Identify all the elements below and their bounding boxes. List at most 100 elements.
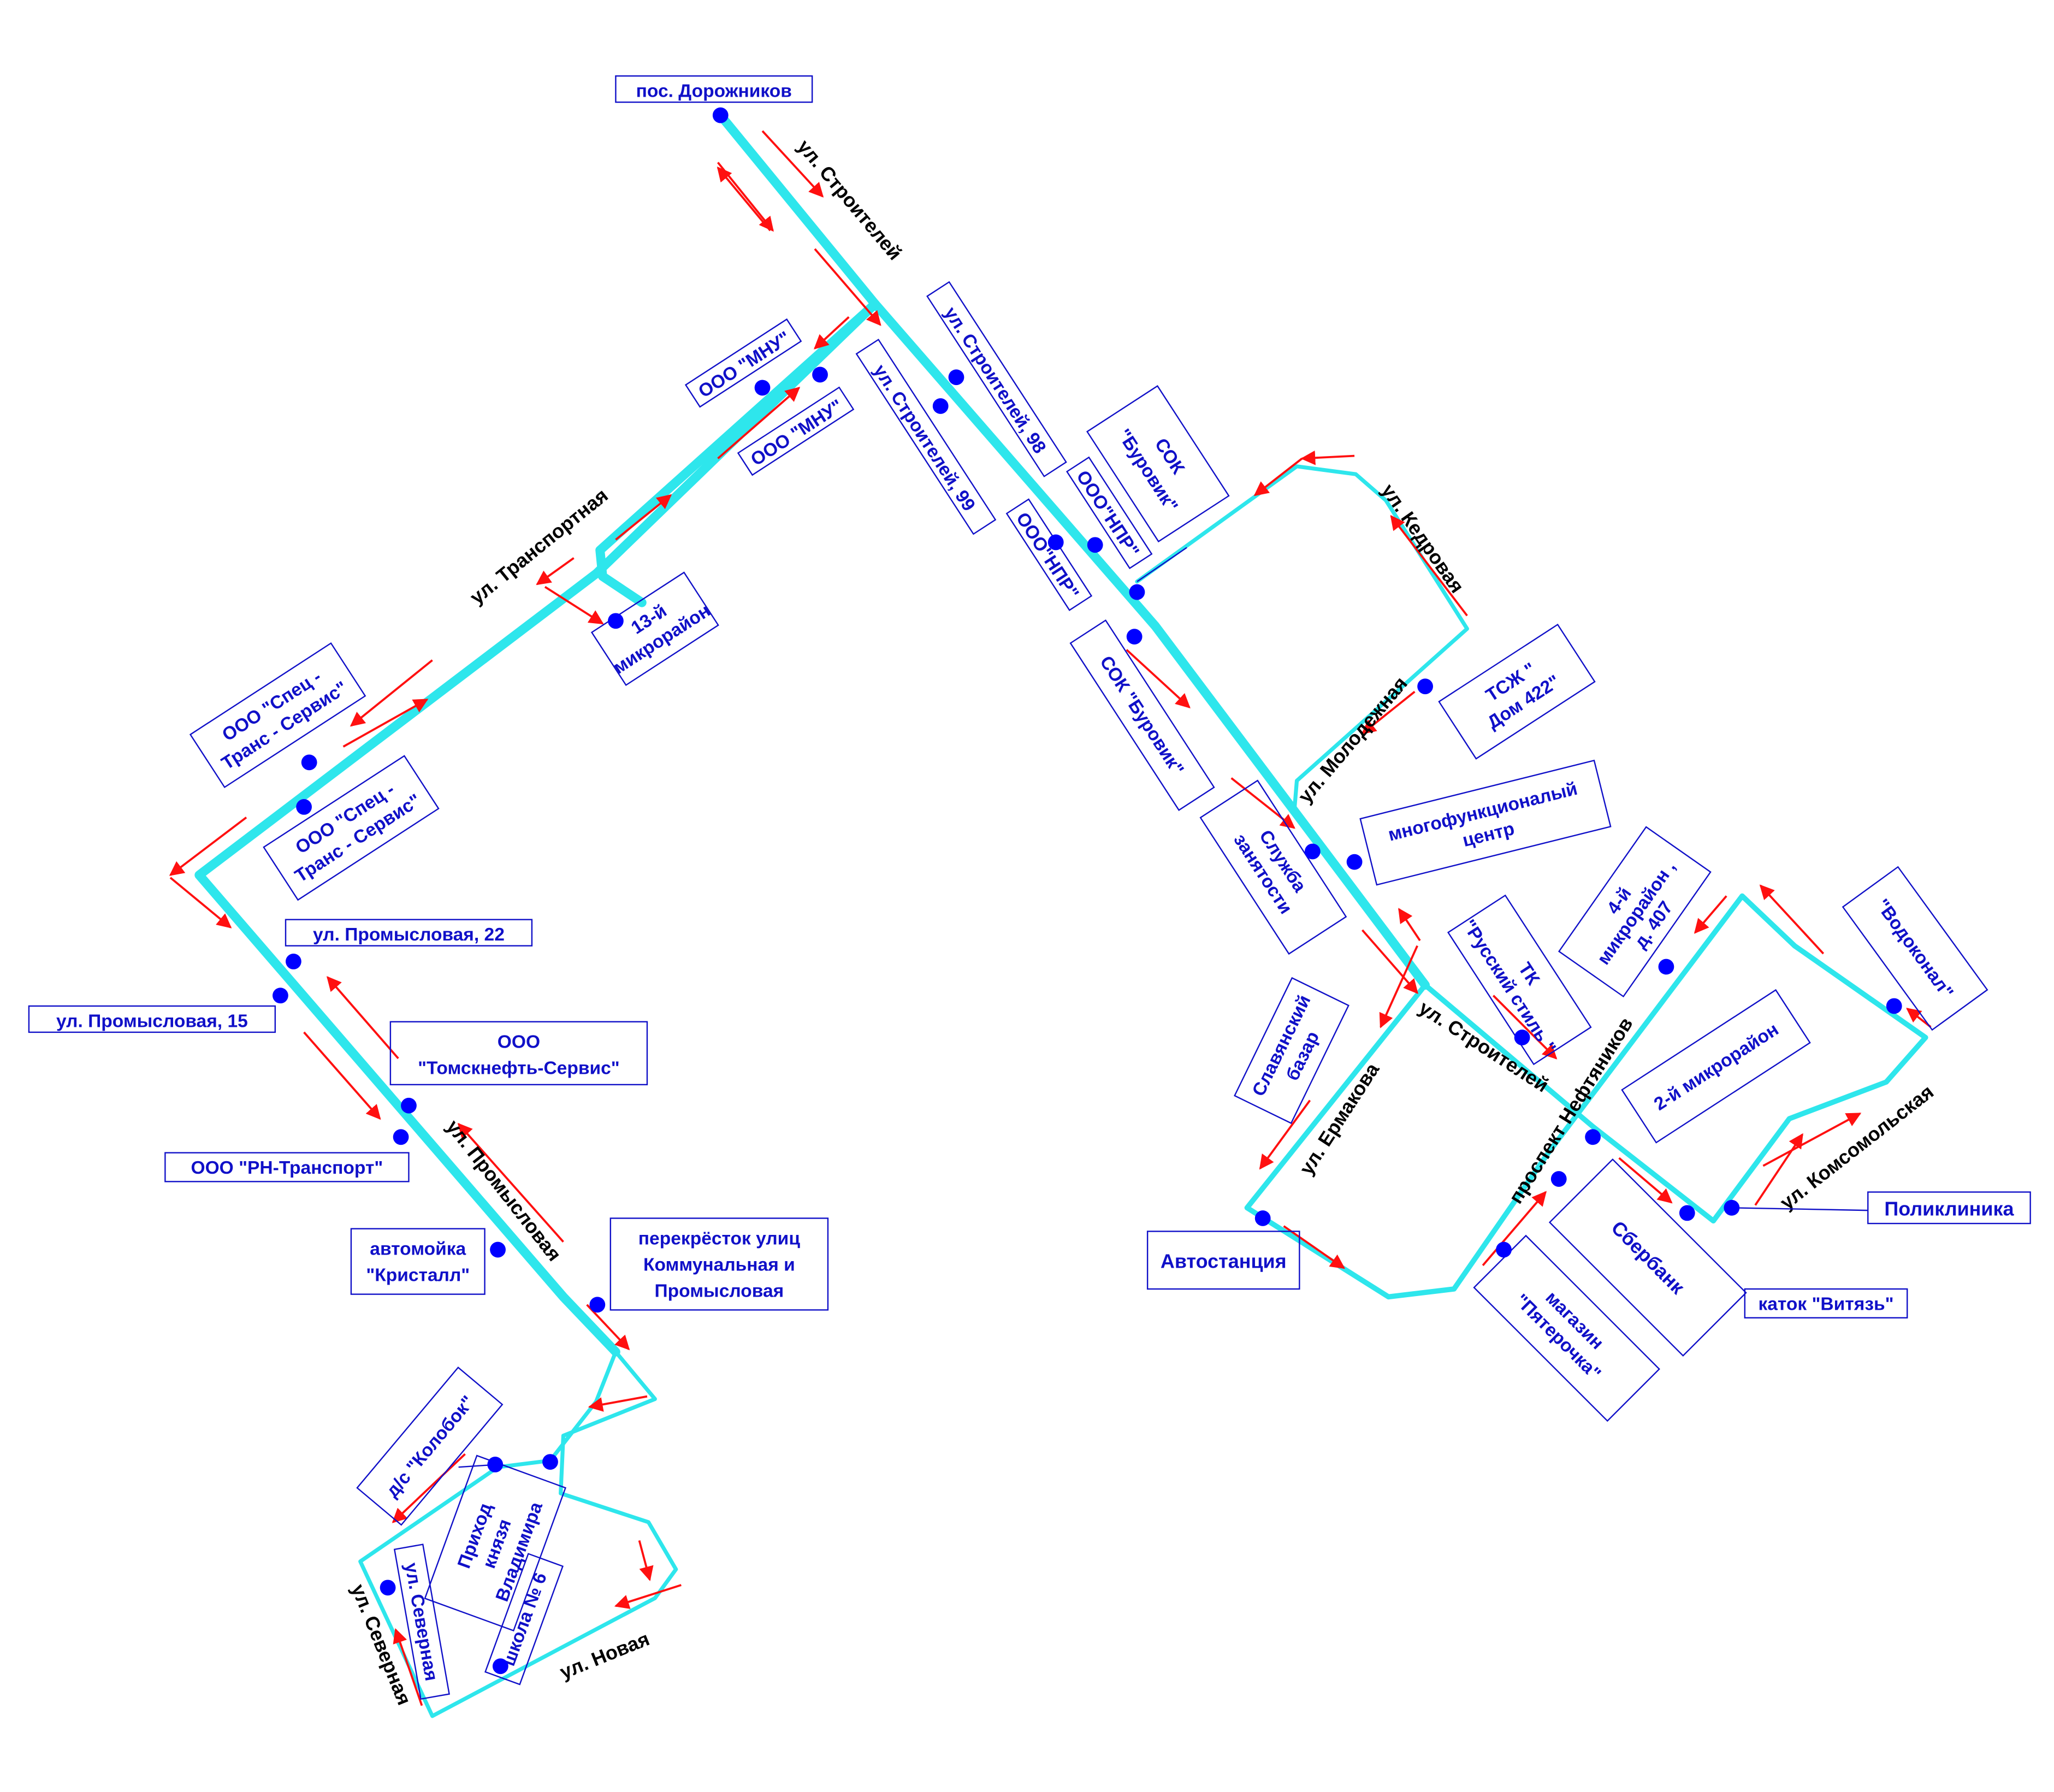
stop-dot[interactable]: [542, 1454, 558, 1470]
direction-arrows: [169, 130, 1932, 1706]
label-dorozhnikov[interactable]: пос. Дорожников: [615, 75, 813, 103]
stop-dot[interactable]: [754, 380, 771, 396]
label-avtostanciya[interactable]: Автостанция: [1146, 1231, 1300, 1290]
arrow-14: [326, 976, 399, 1060]
stop-dot[interactable]: [1047, 534, 1064, 551]
svg-text:автомойка: автомойка: [370, 1239, 466, 1259]
arrow-40: [1390, 514, 1468, 617]
stop-dots: [273, 107, 1902, 1675]
label-prom-15[interactable]: ул. Промысловая, 15: [28, 1005, 276, 1033]
arrow-21: [393, 1628, 423, 1706]
stop-dot[interactable]: [380, 1580, 396, 1596]
svg-text:ул. Промысловая, 15: ул. Промысловая, 15: [56, 1011, 248, 1031]
arrow-10: [350, 659, 433, 727]
stop-dot[interactable]: [301, 754, 317, 771]
stop-dot[interactable]: [712, 107, 729, 123]
arrow-30: [1482, 1191, 1547, 1267]
svg-text:Коммунальная и: Коммунальная и: [643, 1255, 795, 1275]
stop-dot[interactable]: [1304, 843, 1321, 860]
route-mnu-branch: [595, 299, 880, 607]
arrow-11: [342, 699, 429, 748]
arrow-26: [1398, 908, 1421, 942]
stop-dot[interactable]: [1087, 537, 1103, 553]
arrow-38: [1300, 450, 1355, 465]
stop-dot[interactable]: [401, 1097, 417, 1114]
stop-dot[interactable]: [1886, 998, 1902, 1014]
arrow-28: [1259, 1099, 1311, 1170]
stop-dot[interactable]: [492, 1658, 508, 1675]
arrow-32: [1618, 1157, 1673, 1204]
stop-dot[interactable]: [1514, 1030, 1530, 1045]
arrow-23: [1126, 649, 1191, 708]
arrow-33: [1754, 1133, 1803, 1206]
arrow-5: [813, 316, 850, 350]
stop-dot[interactable]: [393, 1129, 409, 1145]
label-kristall[interactable]: автомойка "Кристалл": [350, 1228, 486, 1295]
svg-text:пос. Дорожников: пос. Дорожников: [636, 81, 792, 101]
svg-text:Автостанция: Автостанция: [1161, 1250, 1287, 1273]
route-lines: [194, 110, 1928, 1718]
arrow-39: [1253, 457, 1303, 496]
arrow-9: [544, 585, 604, 625]
route-loop-kedrovaya: [1135, 464, 1469, 814]
svg-text:"Томскнефть-Сервис": "Томскнефть-Сервис": [418, 1058, 620, 1079]
svg-text:Промысловая: Промысловая: [655, 1281, 784, 1301]
route-stroiteley-south: [870, 299, 1430, 990]
stop-dot[interactable]: [589, 1297, 606, 1313]
arrow-18: [588, 1395, 648, 1412]
arrow-4: [814, 248, 881, 326]
stop-dot[interactable]: [932, 398, 949, 414]
stop-dot[interactable]: [608, 613, 624, 629]
stop-dot[interactable]: [1679, 1205, 1695, 1221]
arrow-15: [303, 1031, 381, 1120]
arrow-29: [1283, 1225, 1346, 1269]
label-vityaz[interactable]: каток "Витязь": [1744, 1288, 1908, 1318]
stop-dot[interactable]: [1417, 678, 1434, 695]
svg-text:каток "Витязь": каток "Витязь": [1758, 1294, 1893, 1314]
stop-dot[interactable]: [1496, 1241, 1512, 1258]
label-kommunalnaya[interactable]: перекрёсток улиц Коммунальная и Промысло…: [609, 1217, 829, 1311]
stop-dot[interactable]: [286, 954, 301, 969]
label-prom-22[interactable]: ул. Промысловая, 22: [285, 919, 533, 947]
arrow-17: [586, 1304, 630, 1351]
stop-dot[interactable]: [812, 366, 828, 383]
arrow-22: [392, 1453, 466, 1523]
stop-dot[interactable]: [1585, 1129, 1601, 1145]
stop-dot[interactable]: [1254, 1210, 1271, 1226]
arrow-31: [1492, 995, 1558, 1060]
arrow-41: [1361, 690, 1416, 735]
stop-dot[interactable]: [490, 1241, 506, 1258]
arrow-8: [536, 557, 575, 585]
svg-text:ООО "РН-Транспорт": ООО "РН-Транспорт": [191, 1158, 383, 1178]
stop-dot[interactable]: [1724, 1199, 1740, 1216]
stop-dot[interactable]: [1550, 1171, 1567, 1187]
arrow-27: [1379, 945, 1418, 1028]
stop-dot[interactable]: [1126, 629, 1143, 645]
label-poliklinika[interactable]: Поликлиника: [1867, 1191, 2031, 1225]
arrow-16: [457, 1122, 564, 1243]
stop-dot[interactable]: [296, 799, 312, 815]
arrow-37: [1694, 895, 1727, 934]
stop-dot[interactable]: [1346, 854, 1363, 870]
stop-dot[interactable]: [273, 987, 288, 1004]
route-loop-east: [1244, 893, 1928, 1300]
svg-text:ул. Промысловая, 22: ул. Промысловая, 22: [313, 925, 505, 945]
stop-dot[interactable]: [1658, 959, 1674, 975]
svg-text:"Кристалл": "Кристалл": [366, 1265, 470, 1286]
stop-dot[interactable]: [1129, 584, 1145, 600]
svg-text:перекрёсток улиц: перекрёсток улиц: [638, 1228, 801, 1249]
label-tomskneft[interactable]: ООО "Томскнефть-Сервис": [389, 1021, 648, 1086]
svg-text:Поликлиника: Поликлиника: [1884, 1198, 2014, 1220]
arrow-1: [761, 130, 824, 198]
label-rn-transport[interactable]: ООО "РН-Транспорт": [164, 1152, 410, 1182]
arrow-35: [1906, 1008, 1932, 1028]
arrow-13: [169, 877, 232, 928]
stop-dot[interactable]: [948, 369, 964, 386]
stop-dot[interactable]: [487, 1457, 504, 1472]
svg-text:ООО: ООО: [498, 1032, 540, 1052]
arrow-7: [615, 494, 672, 541]
arrow-12: [169, 817, 247, 876]
arrow-6: [717, 387, 801, 459]
route-main-west: [194, 110, 880, 1357]
